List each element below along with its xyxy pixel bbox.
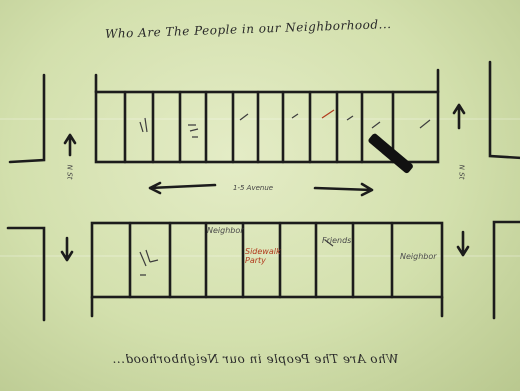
poster-title-bottom: Who Are The People in our Neighborhood..… xyxy=(112,352,399,366)
arrow-down-left xyxy=(62,238,72,260)
corner-left-bottom xyxy=(8,228,44,320)
corner-right-top xyxy=(490,62,520,158)
cross-street-right: N St xyxy=(457,165,465,180)
lot-note: Neighbor xyxy=(400,252,437,261)
street-label: 1-5 Avenue xyxy=(233,184,273,192)
lot-note: Neighbor xyxy=(207,226,244,235)
corner-left-top xyxy=(10,75,44,162)
bottom-block-extensions xyxy=(92,297,442,316)
marker-pen xyxy=(367,132,414,174)
cross-street-left: N St xyxy=(65,165,73,180)
arrow-up-left xyxy=(65,135,75,155)
corner-right-bottom xyxy=(494,222,520,318)
arrow-up-right xyxy=(454,105,464,128)
arrow-right xyxy=(315,184,372,195)
top-block-extensions xyxy=(96,70,438,92)
lot-note: Friends xyxy=(322,236,351,245)
top-lot-dividers xyxy=(125,92,393,162)
lot-note: Sidewalk Party xyxy=(245,247,279,265)
arrow-left xyxy=(150,183,215,193)
arrow-down-right xyxy=(458,232,468,255)
lot-scribbles xyxy=(140,110,430,275)
